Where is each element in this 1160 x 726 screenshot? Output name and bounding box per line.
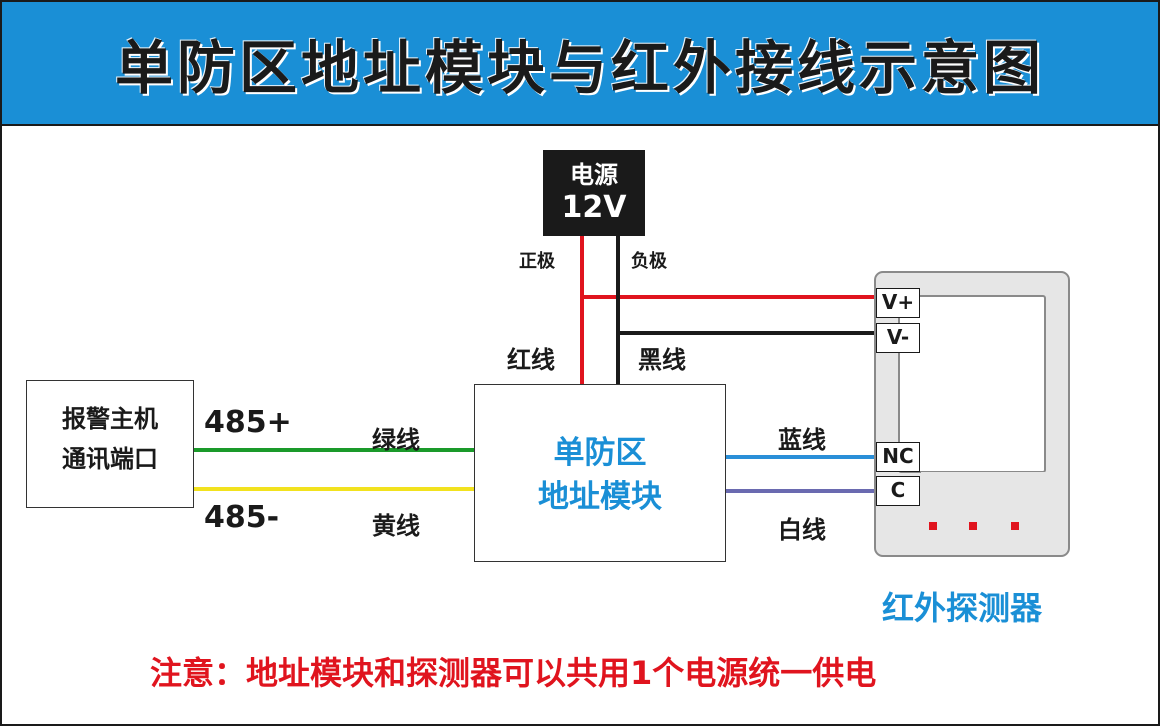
- power-voltage: 12V: [561, 190, 627, 225]
- indicator-led-2: [969, 522, 977, 530]
- host-label-line2: 通讯端口: [62, 445, 158, 473]
- terminal-vminus: V-: [876, 323, 920, 353]
- address-module-box: 单防区 地址模块: [474, 384, 726, 562]
- indicator-led-1: [929, 522, 937, 530]
- power-label: 电源: [570, 161, 618, 189]
- white-wire-label: 白线: [778, 516, 826, 544]
- diagram-title: 单防区地址模块与红外接线示意图: [114, 34, 1045, 102]
- negative-label: 负极: [631, 251, 667, 272]
- detector-lower-panel: [921, 472, 1045, 534]
- yellow-wire-label: 黄线: [372, 512, 420, 540]
- blue-wire-label: 蓝线: [778, 426, 826, 454]
- module-label-line1: 单防区: [553, 435, 647, 471]
- alarm-host-box: 报警主机 通讯端口: [26, 380, 194, 508]
- detector-inner-panel: [898, 295, 1046, 473]
- black-wire-label: 黑线: [638, 346, 686, 374]
- terminal-nc: NC: [876, 442, 920, 472]
- rs485-plus-label: 485+: [204, 405, 292, 440]
- positive-label: 正极: [519, 251, 555, 272]
- rs485-minus-label: 485-: [204, 500, 280, 535]
- indicator-led-3: [1011, 522, 1019, 530]
- terminal-c: C: [876, 476, 920, 506]
- detector-label: 红外探测器: [882, 589, 1043, 627]
- host-label-line1: 报警主机: [62, 405, 158, 433]
- green-wire-label: 绿线: [372, 426, 420, 454]
- note-text: 注意：地址模块和探测器可以共用1个电源统一供电: [150, 654, 877, 692]
- red-wire-label: 红线: [507, 346, 555, 374]
- module-label-line2: 地址模块: [538, 479, 662, 515]
- terminal-vplus: V+: [876, 288, 920, 318]
- title-banner: 单防区地址模块与红外接线示意图: [2, 2, 1158, 126]
- power-supply-box: 电源 12V: [543, 150, 645, 236]
